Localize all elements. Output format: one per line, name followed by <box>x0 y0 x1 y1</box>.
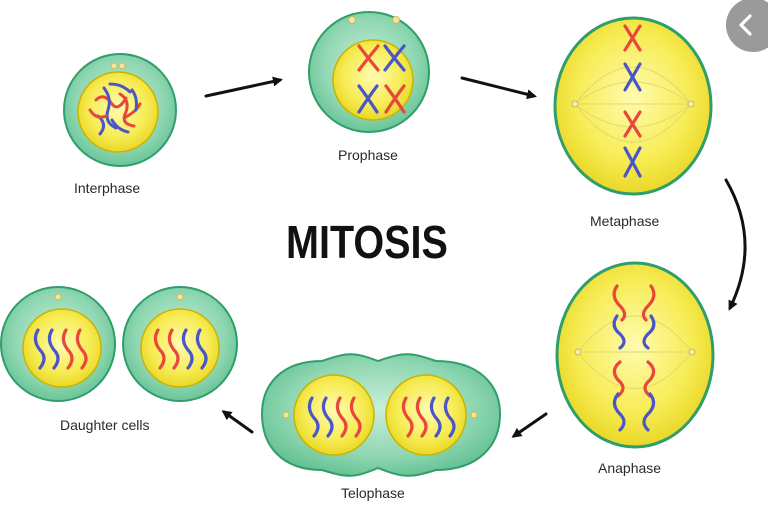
daughter-right-chromosomes <box>153 328 208 370</box>
interphase-cell <box>63 53 177 167</box>
label-anaphase: Anaphase <box>598 460 662 476</box>
diagram-title: MITOSIS <box>286 216 448 268</box>
anaphase-spindle <box>577 315 693 389</box>
arrow-anaphase-to-telophase <box>511 412 548 438</box>
telophase-cell <box>260 353 502 477</box>
daughter-cell-right <box>122 286 238 402</box>
nav-back-button[interactable] <box>726 0 768 52</box>
label-interphase: Interphase <box>74 180 141 196</box>
arrow-telophase-to-daughter <box>221 410 254 434</box>
arrow-interphase-to-prophase <box>204 76 283 98</box>
metaphase-cell <box>553 16 713 196</box>
label-metaphase: Metaphase <box>590 213 660 229</box>
arrow-prophase-to-metaphase <box>460 76 537 100</box>
telophase-chromosomes <box>307 396 456 438</box>
anaphase-chromosomes <box>612 284 656 432</box>
daughter-left-chromosomes <box>33 328 88 370</box>
label-telophase: Telophase <box>341 485 405 501</box>
metaphase-chromosomes <box>623 24 642 178</box>
label-daughter-cells: Daughter cells <box>60 417 150 433</box>
label-prophase: Prophase <box>338 147 398 163</box>
prophase-chromosomes <box>357 44 406 114</box>
interphase-chromatin <box>88 82 142 136</box>
anaphase-cell <box>555 261 715 449</box>
arrow-metaphase-to-anaphase <box>724 178 747 311</box>
daughter-cell-left <box>0 286 116 402</box>
chevron-left-icon <box>739 14 752 36</box>
prophase-cell <box>308 11 430 133</box>
